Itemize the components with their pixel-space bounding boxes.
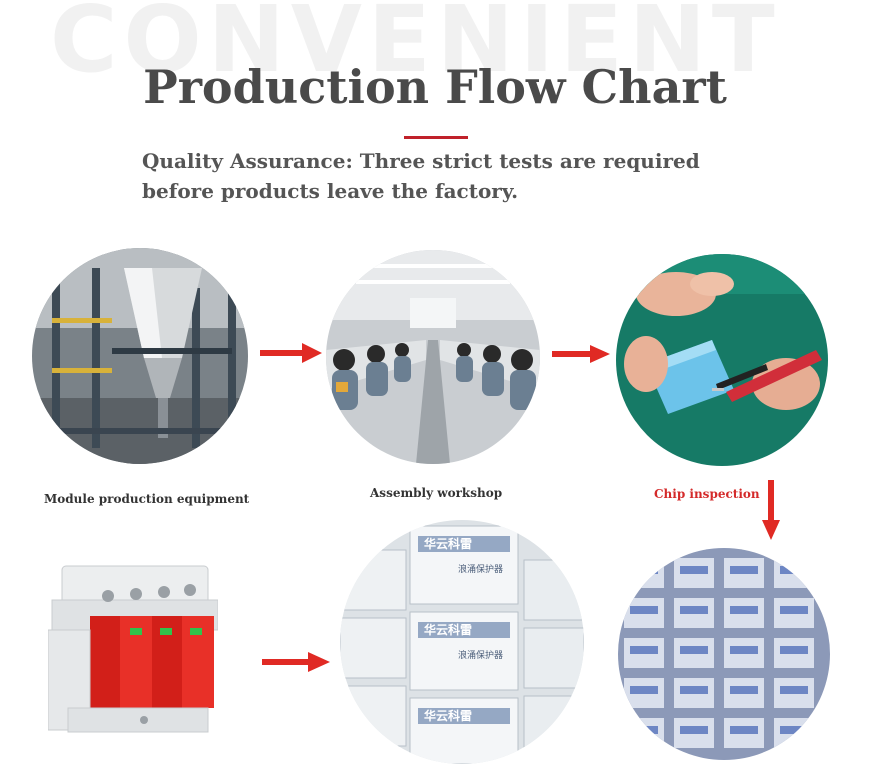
arrow-down <box>762 480 780 540</box>
box-label-2: 华云科雷 <box>424 622 472 637</box>
box-sublabel-1: 浪涌保护器 <box>458 563 503 575</box>
box-sublabel-2: 浪涌保护器 <box>458 649 503 661</box>
subtitle-line-2: before products leave the factory. <box>142 179 519 203</box>
subtitle: Quality Assurance: Three strict tests ar… <box>142 146 782 206</box>
box-label-3: 华云科雷 <box>424 708 472 723</box>
photo-chip-inspection <box>616 254 828 466</box>
caption-step-2: Assembly workshop <box>370 486 503 500</box>
title-underline <box>404 136 468 139</box>
photo-module-production-equipment <box>32 248 248 464</box>
box-label-1: 华云科雷 <box>424 536 472 551</box>
arrow-right-2 <box>552 345 610 363</box>
photo-packaged-boxes: 华云科雷 华云科雷 华云科雷 浪涌保护器 浪涌保护器 <box>340 520 584 764</box>
photo-assembly-workshop <box>326 250 540 464</box>
subtitle-line-1: Quality Assurance: Three strict tests ar… <box>142 149 700 173</box>
page-title: Production Flow Chart <box>143 60 727 114</box>
caption-step-3: Chip inspection <box>654 487 760 501</box>
photo-module-tray <box>618 548 830 760</box>
arrow-right-1 <box>260 343 322 363</box>
product-surge-protector <box>47 560 219 744</box>
arrow-right-3 <box>262 652 330 672</box>
watermark-text: CONVENIENT <box>50 0 781 93</box>
caption-step-1: Module production equipment <box>44 492 250 506</box>
